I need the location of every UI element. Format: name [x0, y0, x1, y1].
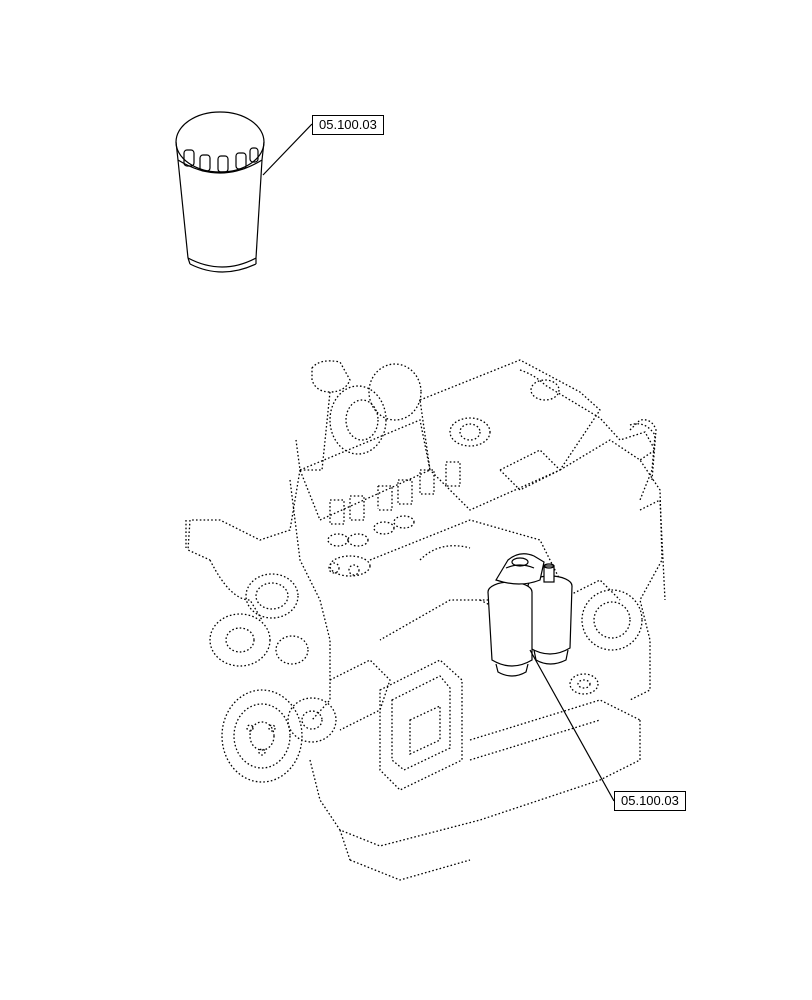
- part-reference-label-filter[interactable]: 05.100.03: [312, 115, 384, 135]
- engine-filter-assembly-drawing: [487, 553, 615, 802]
- engine-phantom-drawing: [185, 359, 666, 881]
- spin-on-filter-drawing: [175, 111, 313, 273]
- part-reference-label-engine-filter[interactable]: 05.100.03: [614, 791, 686, 811]
